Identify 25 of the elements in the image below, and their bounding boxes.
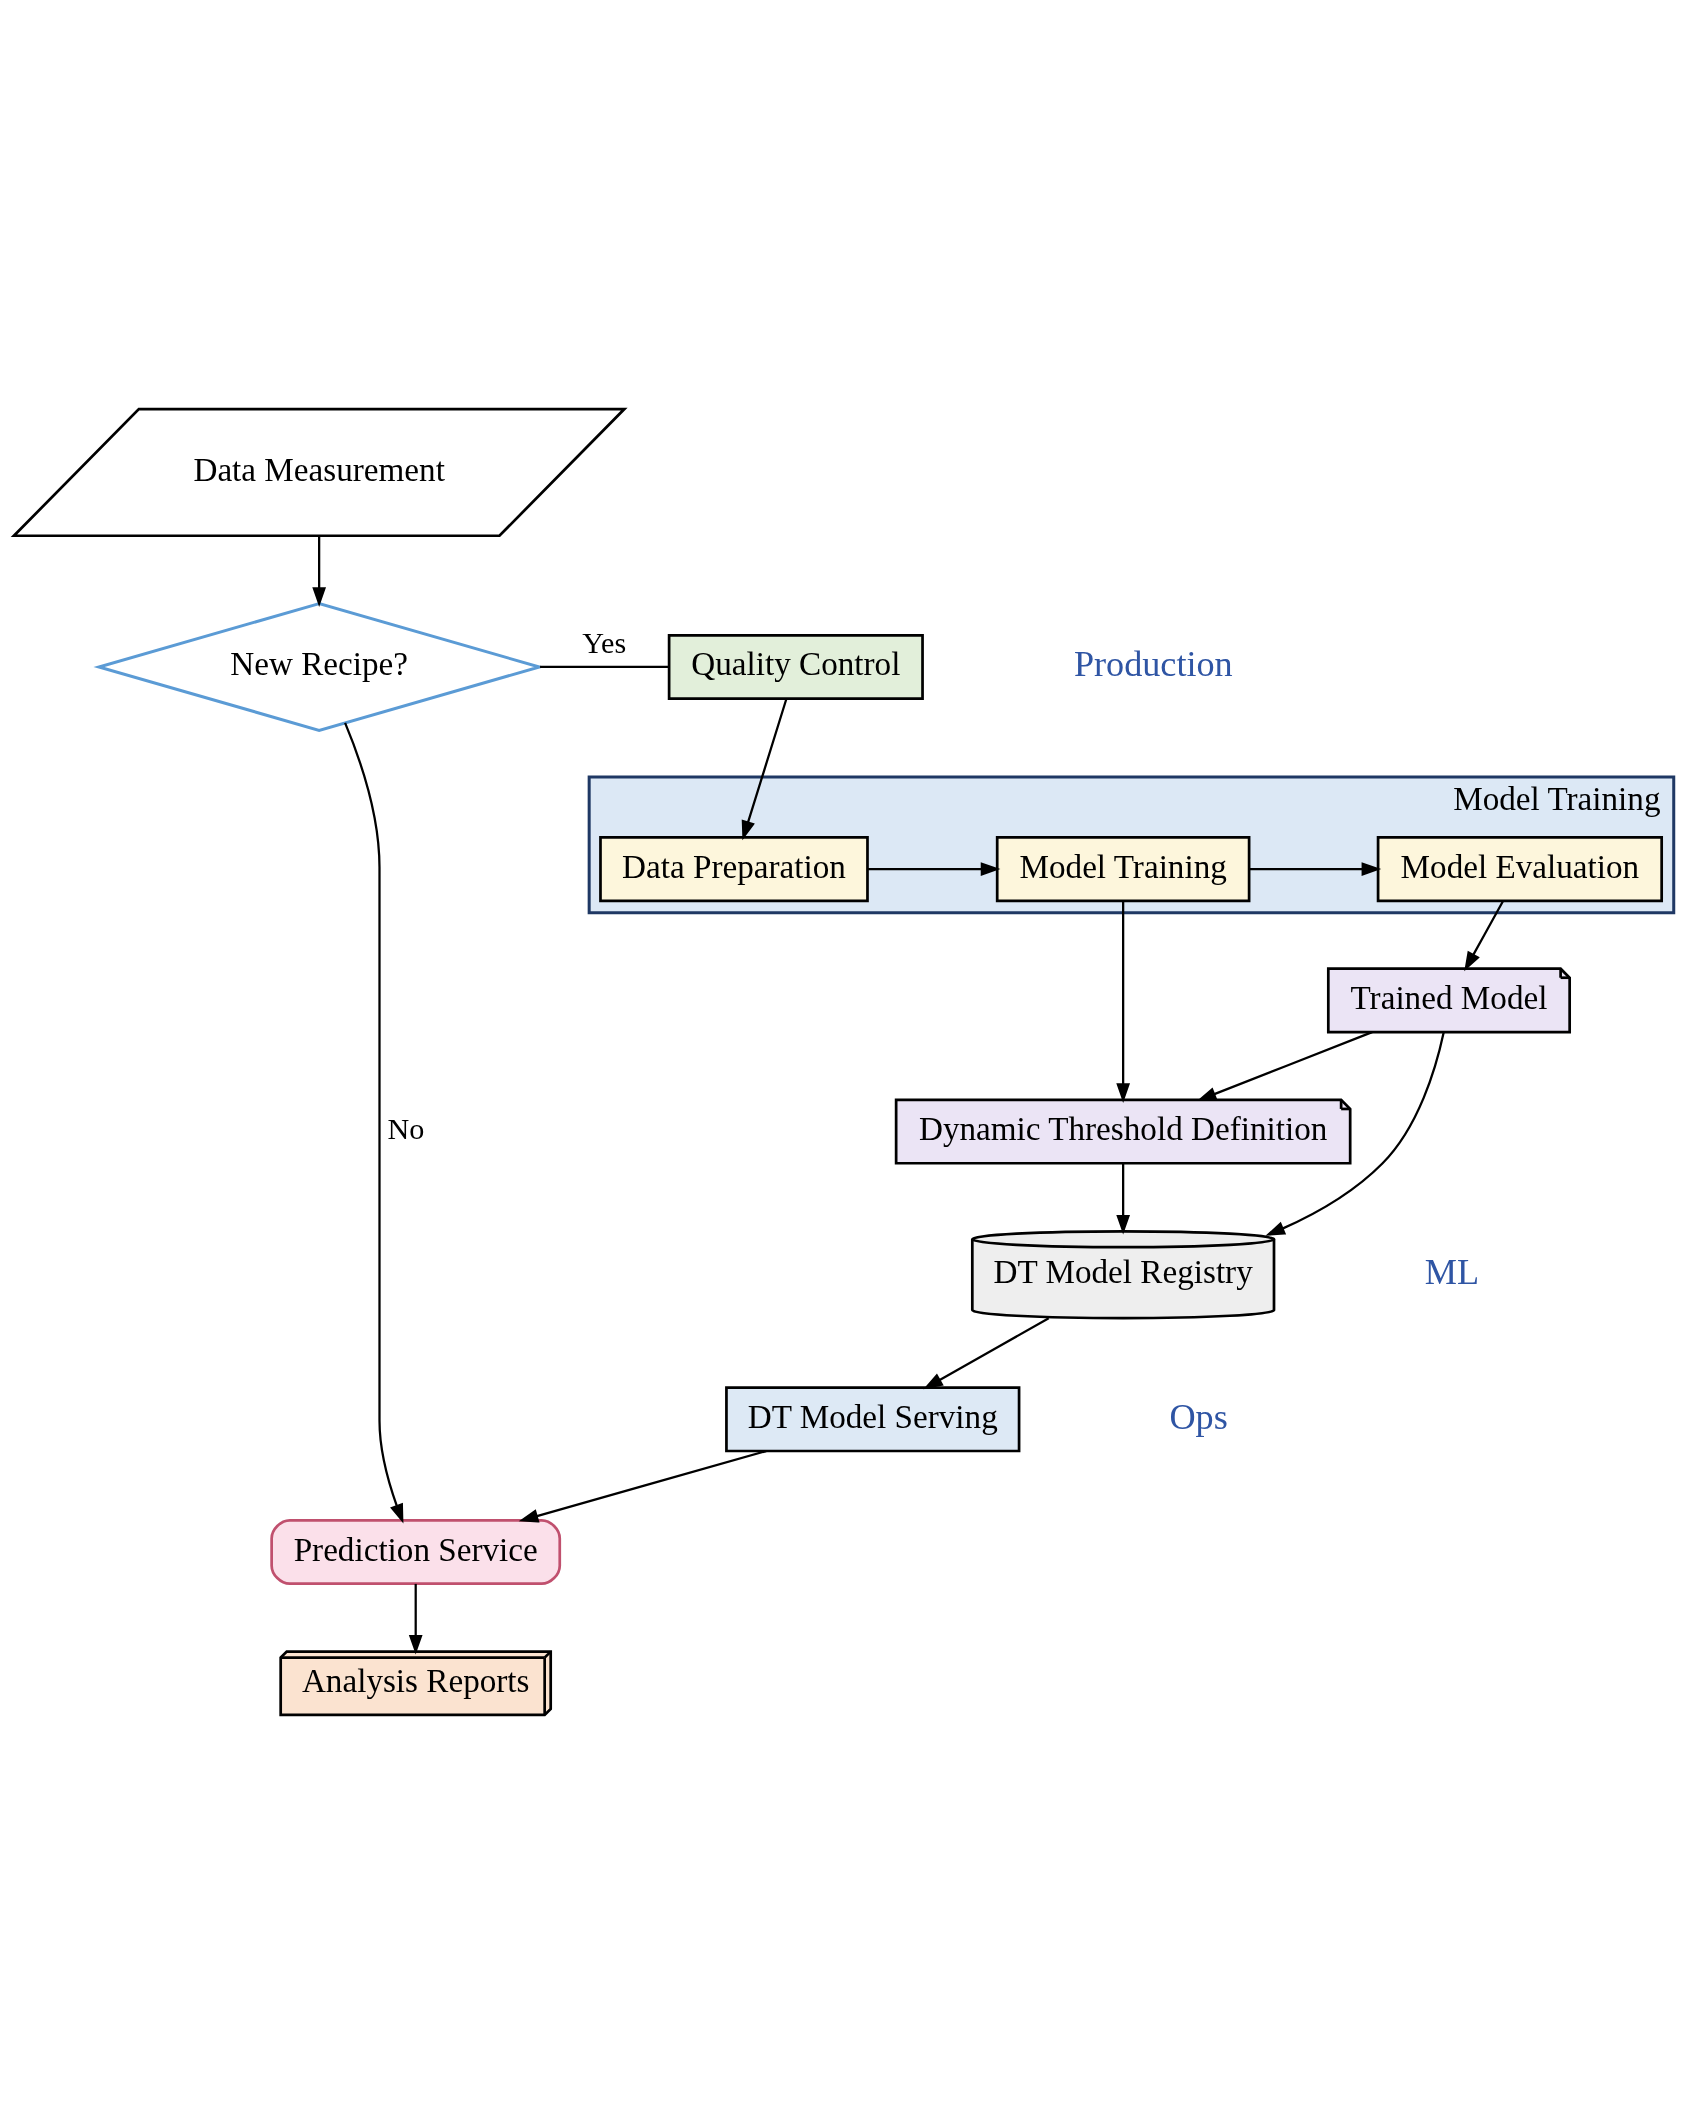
label: ML xyxy=(1424,1251,1480,1292)
arrow xyxy=(518,1449,767,1523)
node-box: Model Training xyxy=(995,835,1251,902)
arrow xyxy=(1265,1031,1445,1236)
arrow xyxy=(408,1583,423,1655)
node-box: Prediction Service xyxy=(270,1518,562,1585)
arrow xyxy=(1116,900,1131,1103)
edge-label: No xyxy=(387,1111,425,1146)
arrow xyxy=(923,1316,1050,1389)
connector xyxy=(540,665,669,668)
node-box: Model Evaluation xyxy=(1376,835,1664,902)
arrow xyxy=(867,861,1001,876)
arrow xyxy=(1464,899,1505,971)
edge-label: Yes xyxy=(582,625,627,660)
arrow xyxy=(1249,861,1382,876)
node-box: Data Preparation xyxy=(599,835,869,902)
arrow xyxy=(1196,1030,1373,1101)
label: Production xyxy=(1073,643,1233,684)
arrow xyxy=(1116,1163,1131,1235)
label: Ops xyxy=(1169,1396,1228,1437)
arrow xyxy=(312,535,327,607)
node-box: Quality Control xyxy=(667,633,924,700)
arrow xyxy=(741,697,788,840)
node-box: DT Model Serving xyxy=(725,1385,1021,1452)
arrow xyxy=(344,722,404,1523)
